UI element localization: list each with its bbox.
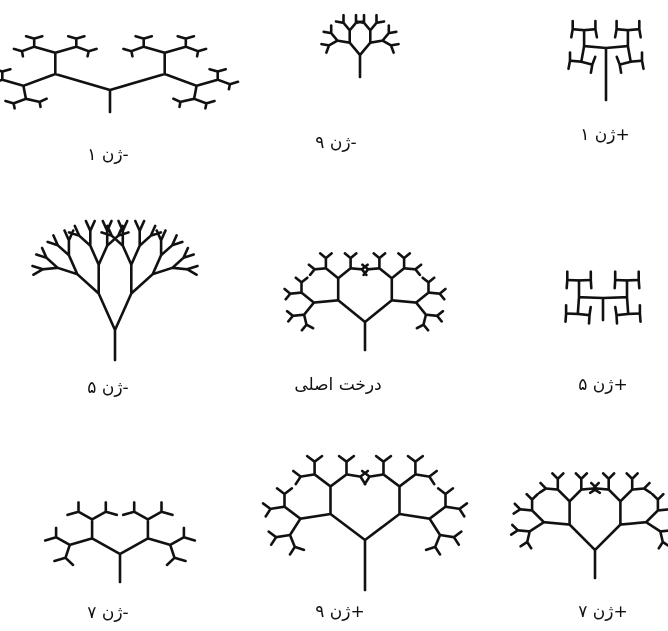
label-gene-1-minus: ژن ۱-	[87, 145, 128, 165]
tree-gene-5-minus	[33, 221, 198, 360]
label-gene-5-plus: ژن ۵+	[578, 375, 628, 395]
tree-gene-1-minus	[0, 36, 238, 112]
label-gene-7-plus: ژن ۷+	[578, 602, 628, 622]
label-gene-7-minus: ژن ۷-	[87, 603, 128, 623]
tree-gene-1-plus	[569, 21, 644, 100]
tree-gene-7-plus	[511, 473, 668, 578]
tree-gene-9-plus	[263, 456, 467, 590]
tree-gene-9-minus	[322, 15, 399, 77]
label-original-tree: درخت اصلی	[294, 375, 381, 395]
tree-original	[285, 253, 446, 350]
label-gene-1-plus: ژن ۱+	[580, 125, 630, 145]
label-gene-9-plus: ژن ۹+	[315, 602, 365, 622]
label-gene-9-minus: ژن ۹-	[315, 133, 356, 153]
tree-gene-5-plus	[566, 272, 641, 324]
label-gene-5-minus: ژن ۵-	[87, 378, 128, 398]
tree-gene-7-minus	[45, 502, 195, 582]
